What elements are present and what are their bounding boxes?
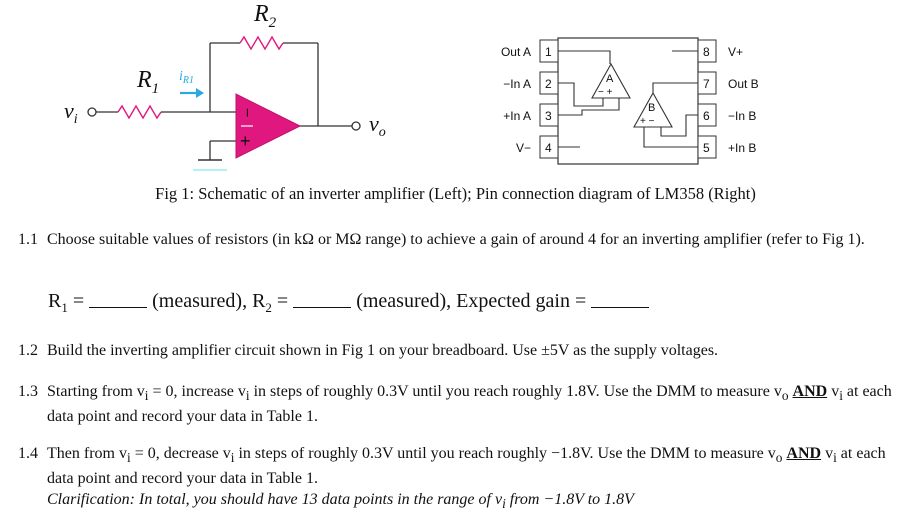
resistor-r2 <box>239 35 284 51</box>
input-terminal <box>87 107 97 117</box>
item-text: Choose suitable values of resistors (in … <box>47 231 865 248</box>
item-text: Starting from vi = 0, increase vi in ste… <box>47 383 892 426</box>
pin-7-num: 7 <box>703 77 710 91</box>
item-number: 1.1 <box>18 231 38 248</box>
pin-2-num: 2 <box>545 77 552 91</box>
clarification-note: Clarification: In total, you should have… <box>47 491 634 512</box>
inverting-amplifier-schematic <box>87 35 361 171</box>
r1-label: R1 <box>136 67 159 97</box>
current-arrow-icon <box>196 88 204 98</box>
resistor-r1 <box>117 104 162 120</box>
r2-label: R2 <box>253 1 277 31</box>
amp-a-label: A <box>606 73 614 85</box>
vin-label: vi <box>64 98 78 127</box>
ic-package <box>557 37 699 165</box>
pin-1-label: Out A <box>501 45 531 59</box>
item-text: Build the inverting amplifier circuit sh… <box>47 342 719 359</box>
pin-5-num: 5 <box>703 141 710 155</box>
item-number: 1.4 <box>18 445 38 462</box>
pin-1-num: 1 <box>545 45 552 59</box>
pin-8-label: V+ <box>728 45 743 59</box>
pin-6-label: −In B <box>728 109 756 123</box>
pin-6-num: 6 <box>703 109 710 123</box>
amp-b-label: B <box>648 102 655 114</box>
r2-blank[interactable] <box>293 291 352 308</box>
pin-5-label: +In B <box>728 141 756 155</box>
pin-2-label: −In A <box>503 77 531 91</box>
r1-blank[interactable] <box>89 291 148 308</box>
figure: − + R2 R1 iR1 vi vo 1 2 3 4 8 7 6 5 Out … <box>64 1 759 171</box>
internal-wiring <box>558 50 698 148</box>
gain-blank[interactable] <box>591 291 650 308</box>
vout-label: vo <box>369 111 386 140</box>
pin-8-num: 8 <box>703 45 710 59</box>
op-amp-triangle <box>235 93 302 159</box>
plus-sign: + <box>240 131 251 151</box>
pin-7-label: Out B <box>728 77 759 91</box>
pin-3-label: +In A <box>503 109 531 123</box>
amp-a-signs: − + <box>598 87 613 98</box>
current-label: iR1 <box>179 69 194 86</box>
pin-4-label: V− <box>516 141 531 155</box>
amp-b-signs: + − <box>640 116 655 127</box>
minus-sign: − <box>238 108 255 117</box>
item-text: Then from vi = 0, decrease vi in steps o… <box>47 445 886 488</box>
pin-4-num: 4 <box>545 141 552 155</box>
item-number: 1.2 <box>18 342 38 359</box>
lm358-pinout: 1 2 3 4 8 7 6 5 Out A −In A +In A V− V+ … <box>501 37 759 165</box>
item-number: 1.3 <box>18 383 38 400</box>
pin-3-num: 3 <box>545 109 552 123</box>
output-terminal <box>351 121 361 131</box>
fill-in-line: R1 = (measured), R2 = (measured), Expect… <box>48 290 650 316</box>
figure-caption: Fig 1: Schematic of an inverter amplifie… <box>155 184 756 203</box>
